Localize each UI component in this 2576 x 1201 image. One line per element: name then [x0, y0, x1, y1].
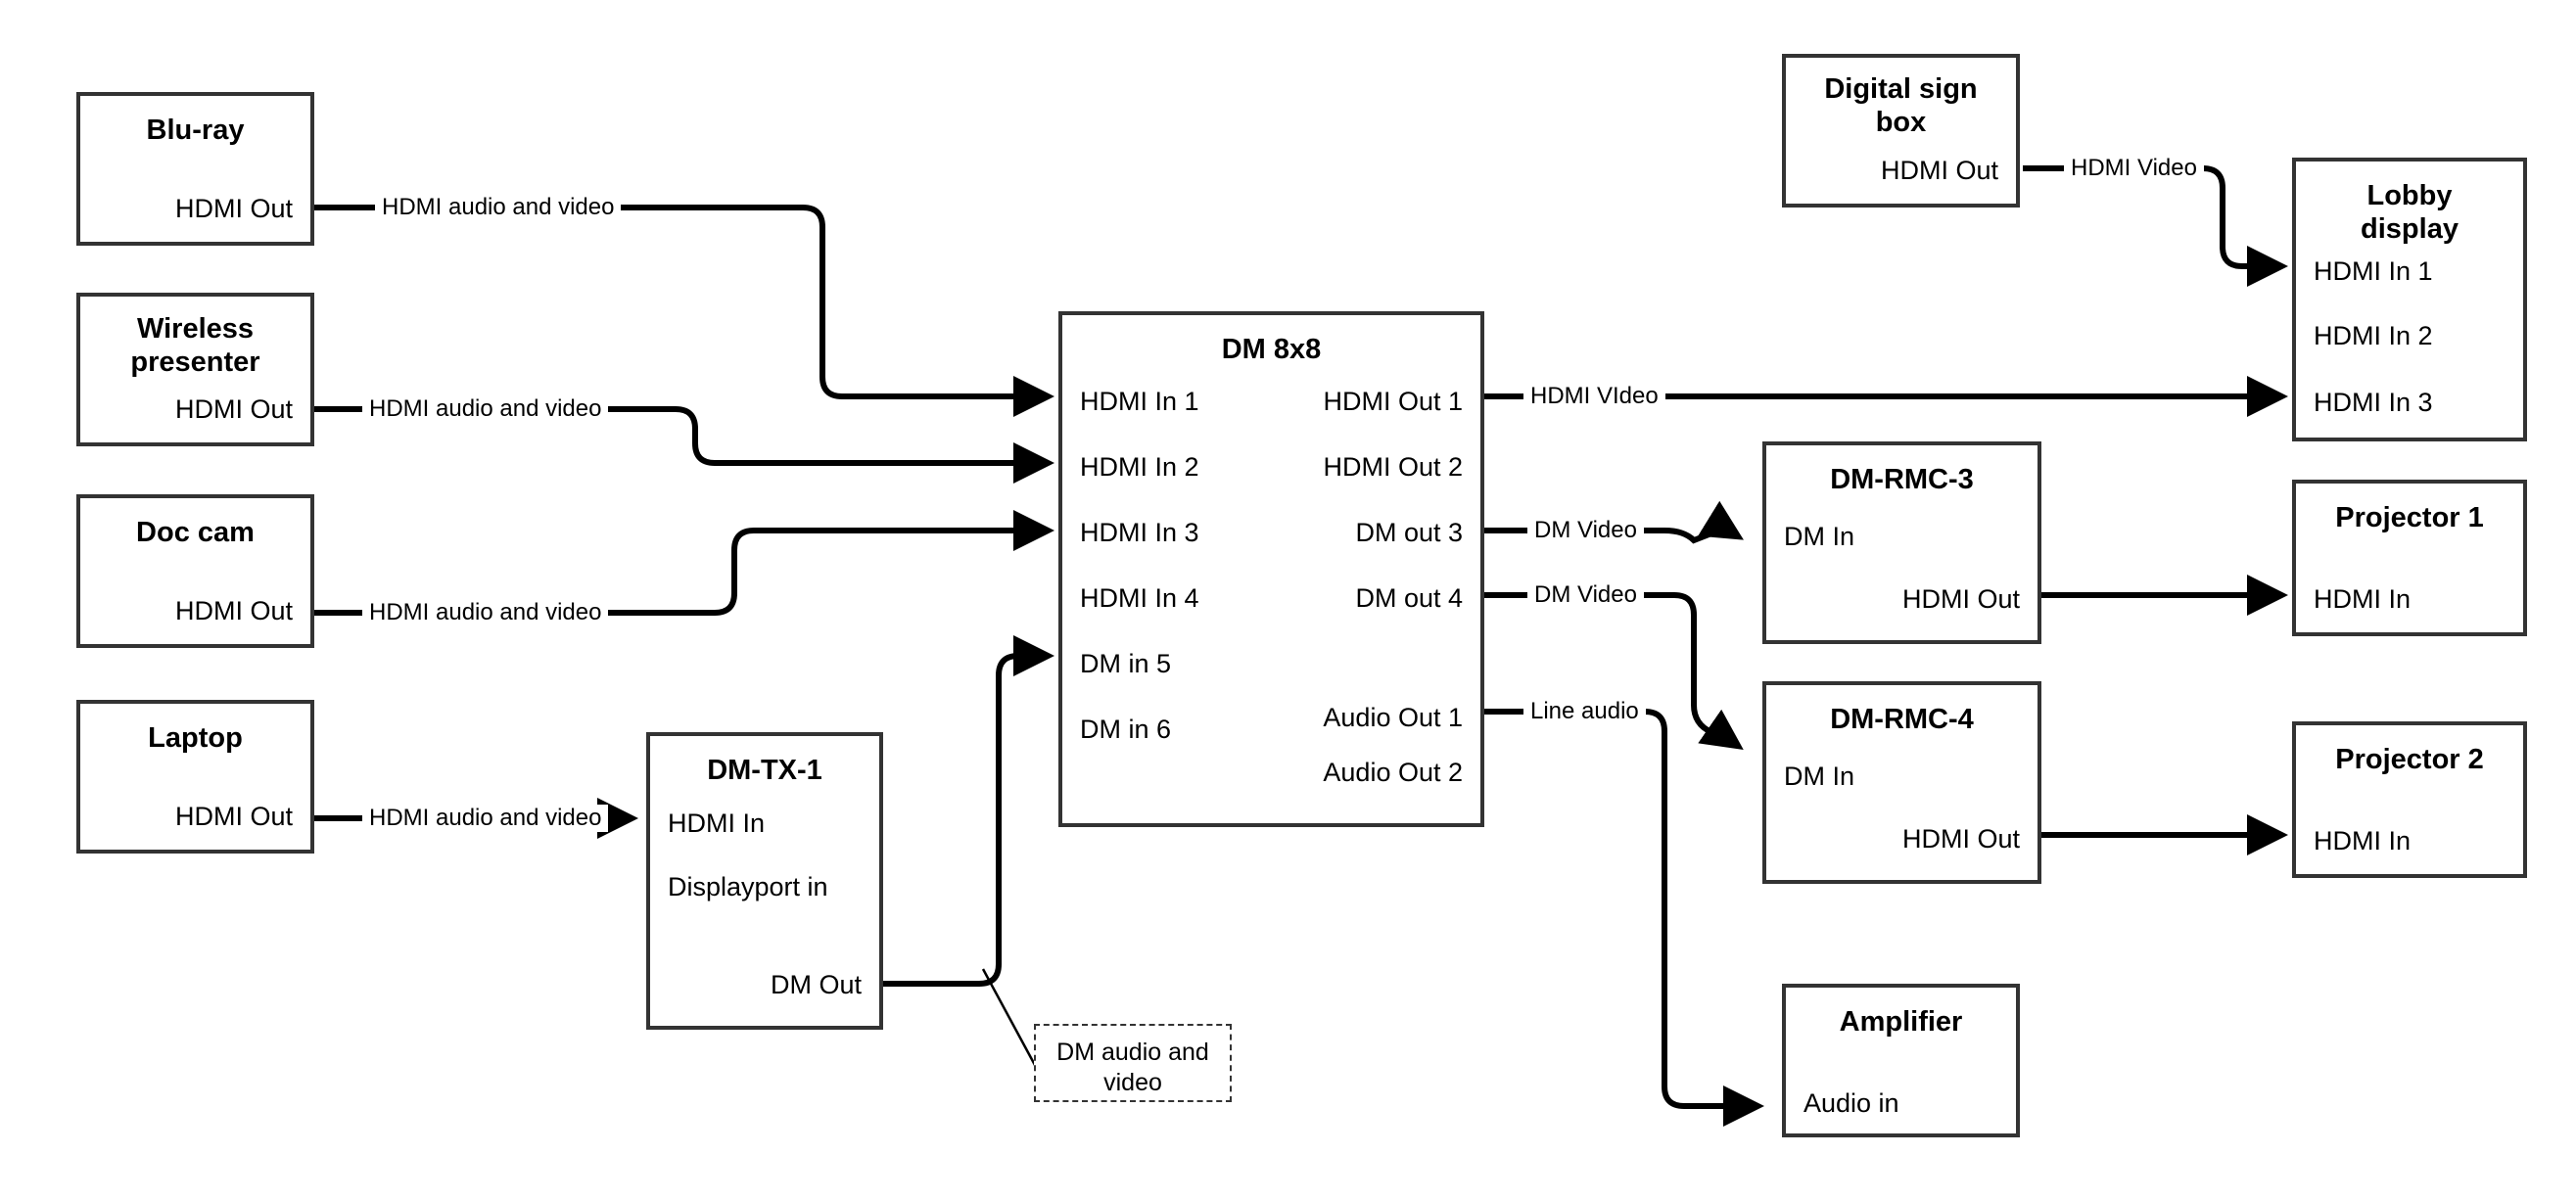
- edge-label-line-audio: Line audio: [1523, 698, 1646, 725]
- node-title: Lobby display: [2361, 180, 2459, 246]
- port-hdmi-in-2[interactable]: HDMI In 2: [2314, 321, 2433, 350]
- node-title: DM-RMC-4: [1830, 704, 1974, 735]
- port-displayport-in[interactable]: Displayport in: [668, 872, 828, 901]
- node-dm-tx-1[interactable]: DM-TX-1 HDMI In Displayport in DM Out: [646, 732, 883, 1030]
- edge-label-laptop: HDMI audio and video: [362, 805, 609, 832]
- node-title: Doc cam: [136, 517, 255, 548]
- node-title: Projector 1: [2335, 502, 2484, 533]
- node-dm-rmc-3[interactable]: DM-RMC-3 DM In HDMI Out: [1762, 441, 2041, 644]
- edge-label-doccam: HDMI audio and video: [362, 599, 609, 626]
- edge-label-dm-video-3: DM Video: [1527, 517, 1644, 544]
- port-hdmi-in-3[interactable]: HDMI In 3: [1080, 518, 1199, 547]
- port-audio-out-1[interactable]: Audio Out 1: [1323, 703, 1463, 732]
- node-projector-1[interactable]: Projector 1 HDMI In: [2292, 480, 2527, 636]
- node-wireless-presenter[interactable]: Wireless presenter HDMI Out: [76, 293, 314, 446]
- port-hdmi-in[interactable]: HDMI In: [2314, 826, 2412, 855]
- node-title: Laptop: [148, 722, 243, 754]
- edge-label-hdmi-video-signbox: HDMI Video: [2064, 155, 2204, 182]
- node-lobby-display[interactable]: Lobby display HDMI In 1 HDMI In 2 HDMI I…: [2292, 158, 2527, 441]
- wire-audioout1-to-amplifier: [1484, 709, 1764, 1127]
- callout-dm-audio-and-video: DM audio and video: [1034, 1024, 1232, 1102]
- node-doc-cam[interactable]: Doc cam HDMI Out: [76, 494, 314, 648]
- node-blu-ray[interactable]: Blu-ray HDMI Out: [76, 92, 314, 246]
- node-dm-rmc-4[interactable]: DM-RMC-4 DM In HDMI Out: [1762, 681, 2041, 884]
- node-laptop[interactable]: Laptop HDMI Out: [76, 700, 314, 854]
- port-hdmi-out-2[interactable]: HDMI Out 2: [1323, 452, 1463, 482]
- port-hdmi-in-3[interactable]: HDMI In 3: [2314, 388, 2433, 417]
- port-dm-out[interactable]: DM Out: [770, 970, 862, 999]
- port-audio-in[interactable]: Audio in: [1803, 1088, 1899, 1118]
- node-digital-sign-box[interactable]: Digital sign box HDMI Out: [1782, 54, 2020, 208]
- port-dm-out-3[interactable]: DM out 3: [1355, 518, 1463, 547]
- node-title: Projector 2: [2335, 744, 2484, 775]
- port-hdmi-out[interactable]: HDMI Out: [174, 194, 293, 223]
- port-hdmi-in-4[interactable]: HDMI In 4: [1080, 583, 1199, 613]
- wire-bluray-to-dm8x8: [313, 205, 1054, 417]
- node-title: Blu-ray: [146, 115, 245, 146]
- port-hdmi-out[interactable]: HDMI Out: [174, 596, 293, 625]
- port-hdmi-out[interactable]: HDMI Out: [174, 802, 293, 831]
- node-title: DM-TX-1: [707, 755, 822, 786]
- port-dm-in[interactable]: DM In: [1784, 762, 1855, 791]
- node-title: DM-RMC-3: [1830, 464, 1974, 495]
- port-dm-in-6[interactable]: DM in 6: [1080, 715, 1172, 744]
- port-audio-out-2[interactable]: Audio Out 2: [1323, 758, 1463, 787]
- port-dm-out-4[interactable]: DM out 4: [1355, 583, 1463, 613]
- wire-dmout3-to-rmc3: [1484, 500, 1744, 544]
- node-title: Wireless presenter: [130, 313, 260, 379]
- port-hdmi-in-1[interactable]: HDMI In 1: [2314, 256, 2433, 286]
- callout-text: DM audio and video: [1056, 1039, 1209, 1096]
- port-hdmi-in[interactable]: HDMI In: [668, 808, 766, 838]
- node-amplifier[interactable]: Amplifier Audio in: [1782, 984, 2020, 1137]
- wire-signbox-to-lobby: [2023, 165, 2288, 287]
- wire-doccam-to-dm8x8: [313, 510, 1054, 616]
- node-title: Digital sign box: [1824, 73, 1978, 139]
- port-hdmi-out[interactable]: HDMI Out: [1901, 824, 2020, 854]
- port-hdmi-out[interactable]: HDMI Out: [1901, 584, 2020, 614]
- wire-dmtx1-to-dm8x8: [881, 635, 1054, 987]
- port-hdmi-in-2[interactable]: HDMI In 2: [1080, 452, 1199, 482]
- port-dm-in[interactable]: DM In: [1784, 522, 1855, 551]
- node-title: DM 8x8: [1221, 334, 1322, 365]
- port-hdmi-out[interactable]: HDMI Out: [174, 394, 293, 424]
- port-hdmi-out-1[interactable]: HDMI Out 1: [1323, 387, 1463, 416]
- port-hdmi-in[interactable]: HDMI In: [2314, 584, 2412, 614]
- wire-dmout4-to-rmc4: [1484, 592, 1744, 750]
- port-hdmi-in-1[interactable]: HDMI In 1: [1080, 387, 1199, 416]
- edge-label-wireless: HDMI audio and video: [362, 395, 609, 423]
- node-title: Amplifier: [1839, 1006, 1963, 1038]
- edge-label-hdmi-video-lobby3: HDMI VIdeo: [1523, 383, 1665, 410]
- callout-leader-line: [981, 968, 1038, 1068]
- node-dm-8x8[interactable]: DM 8x8 HDMI In 1 HDMI In 2 HDMI In 3 HDM…: [1058, 311, 1484, 827]
- wire-wireless-to-dm8x8: [313, 406, 1054, 484]
- port-hdmi-out[interactable]: HDMI Out: [1880, 156, 1998, 185]
- edge-label-dm-video-4: DM Video: [1527, 581, 1644, 609]
- edge-label-bluray: HDMI audio and video: [375, 194, 622, 221]
- node-projector-2[interactable]: Projector 2 HDMI In: [2292, 721, 2527, 878]
- port-dm-in-5[interactable]: DM in 5: [1080, 649, 1172, 678]
